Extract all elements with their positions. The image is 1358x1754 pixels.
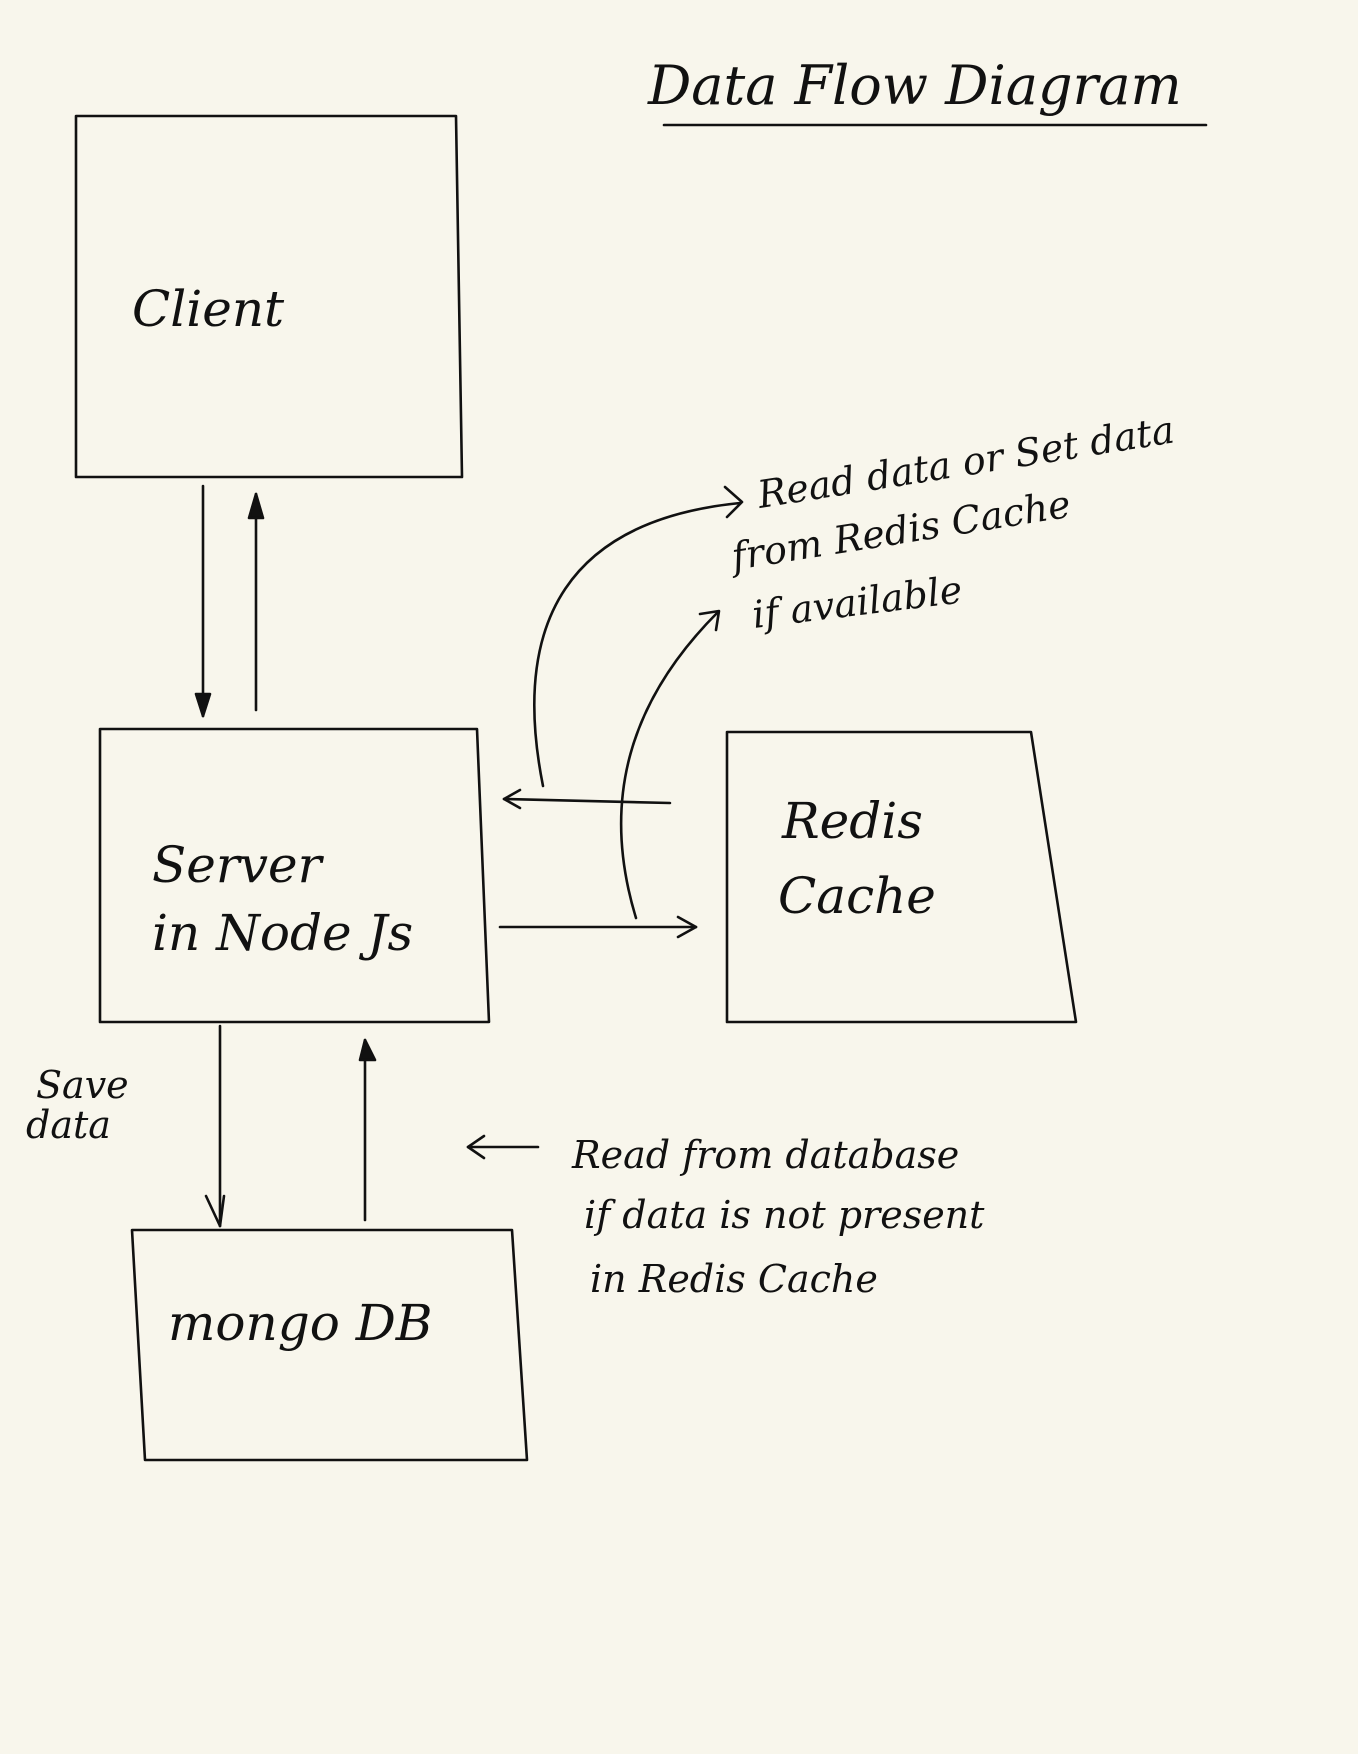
client-server-arrows bbox=[194, 484, 265, 718]
client-to-server-arrowhead bbox=[194, 692, 212, 718]
redis-box bbox=[725, 730, 1078, 1024]
save-note-line-2: data bbox=[26, 1103, 111, 1147]
db-note-line-1: Read from database bbox=[571, 1133, 959, 1177]
read-cache-curve bbox=[533, 501, 742, 788]
client-label: Client bbox=[132, 280, 285, 338]
db-note-arrow bbox=[466, 1134, 540, 1160]
client-box bbox=[74, 114, 464, 479]
server-label-line-1: Server bbox=[152, 836, 325, 894]
mongo-label: mongo DB bbox=[168, 1294, 433, 1352]
cache-note-arrows bbox=[533, 485, 744, 920]
server-to-redis-arrowhead bbox=[676, 915, 698, 939]
redis-to-server-arrowhead bbox=[502, 788, 522, 810]
mongo-node: mongo DB bbox=[130, 1228, 529, 1462]
server-to-mongo-arrowhead bbox=[204, 1194, 226, 1228]
redis-label-line-1: Redis bbox=[781, 792, 923, 850]
server-to-client-arrowhead bbox=[247, 492, 265, 520]
server-label-line-2: in Node Js bbox=[152, 904, 413, 962]
db-note-line-2: if data is not present bbox=[584, 1193, 985, 1237]
client-node: Client bbox=[74, 114, 464, 479]
mongo-box bbox=[130, 1228, 529, 1462]
db-note: Read from database if data is not presen… bbox=[571, 1133, 985, 1301]
mongo-to-server-arrowhead bbox=[358, 1038, 377, 1062]
redis-node: Redis Cache bbox=[725, 730, 1078, 1024]
save-note-line-1: Save bbox=[36, 1063, 129, 1107]
redis-to-server-line bbox=[502, 797, 672, 805]
save-note: Save data bbox=[26, 1063, 129, 1147]
diagram-title: Data Flow Diagram bbox=[647, 54, 1182, 117]
server-node: Server in Node Js bbox=[98, 727, 491, 1024]
cache-note-line-3: if available bbox=[750, 568, 965, 637]
server-mongo-arrows bbox=[204, 1024, 377, 1228]
set-cache-arrowhead bbox=[698, 609, 721, 632]
server-box bbox=[98, 727, 491, 1024]
db-note-arrowhead bbox=[466, 1134, 486, 1160]
set-cache-curve bbox=[619, 610, 720, 920]
read-cache-arrowhead bbox=[723, 485, 744, 519]
db-note-line-3: in Redis Cache bbox=[590, 1257, 878, 1301]
server-redis-arrows bbox=[498, 788, 698, 939]
cache-note: Read data or Set data from Redis Cache i… bbox=[726, 408, 1178, 637]
redis-label-line-2: Cache bbox=[778, 867, 936, 925]
